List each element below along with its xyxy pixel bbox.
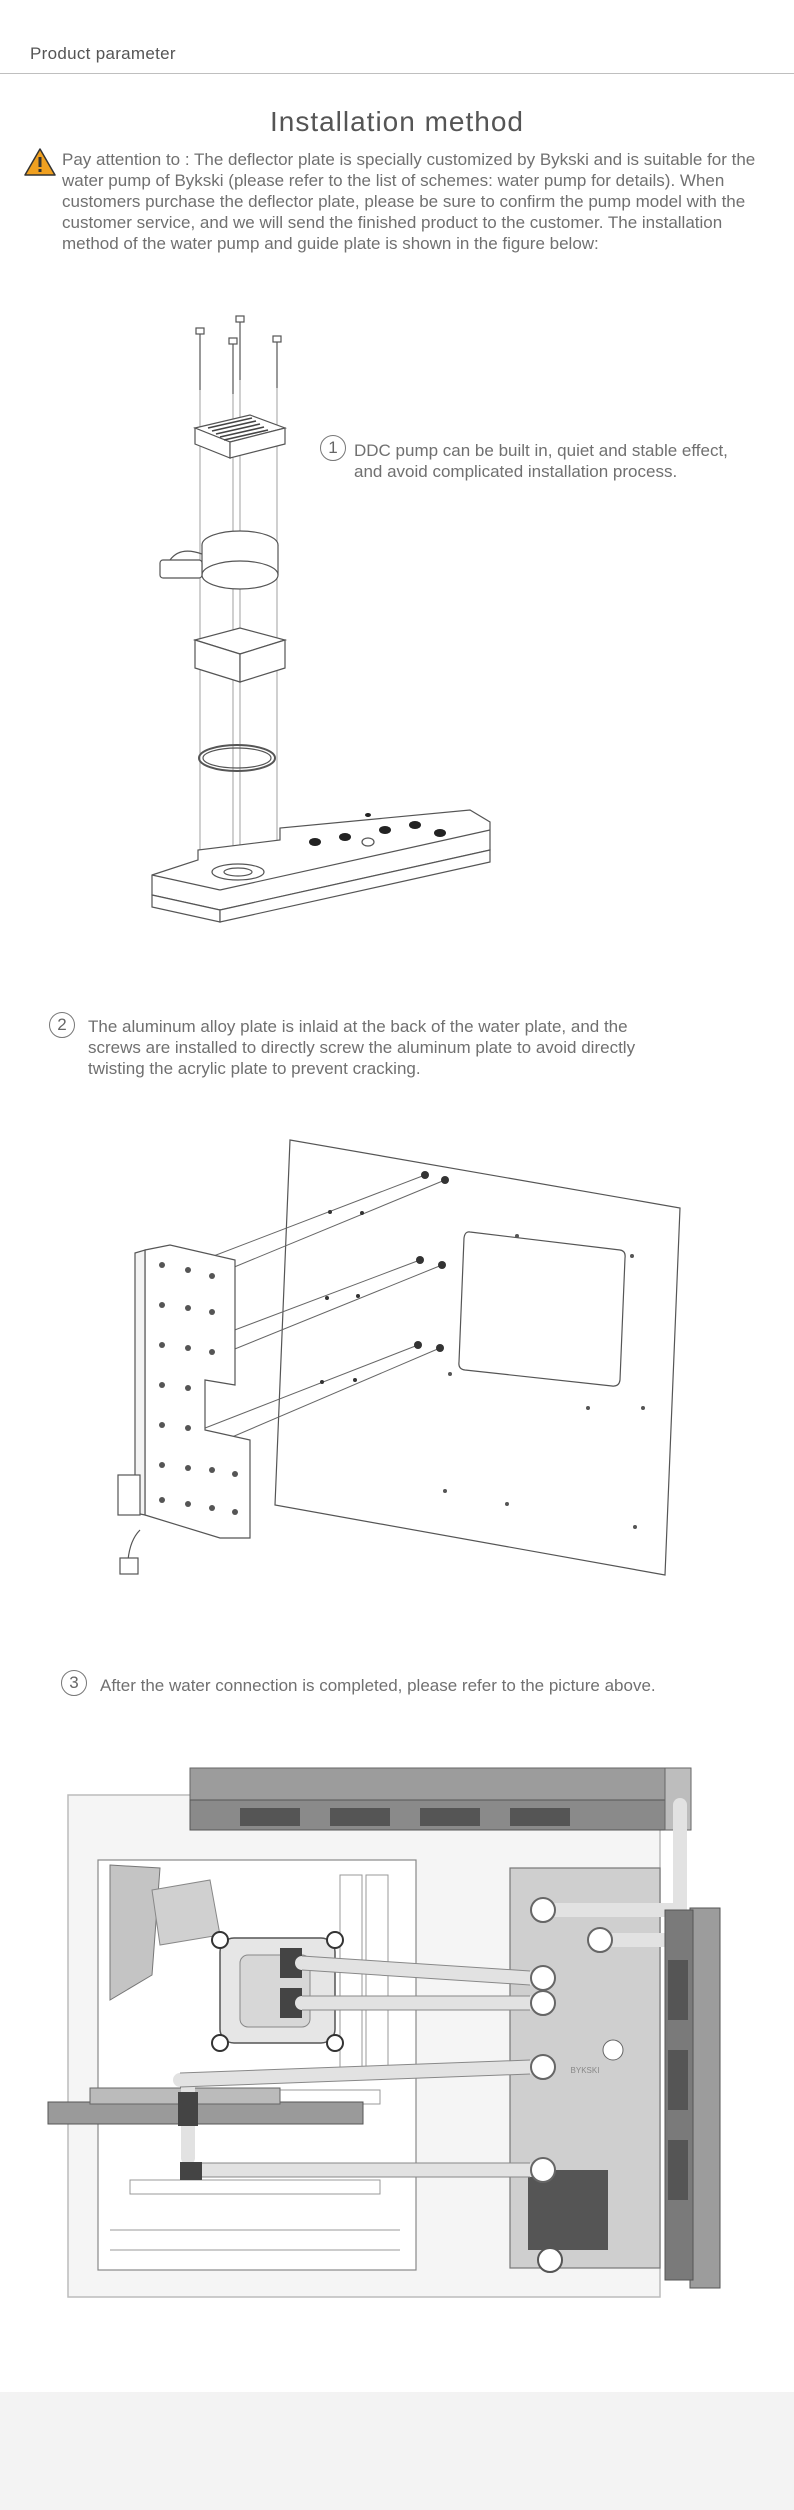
pump-exploded-diagram <box>151 315 491 923</box>
step-2-text: The aluminum alloy plate is inlaid at th… <box>88 1017 636 1078</box>
completed-loop-diagram: BYKSKI <box>47 1767 721 2298</box>
header-divider <box>0 73 794 74</box>
notice-text: Pay attention to : The deflector plate i… <box>62 150 756 253</box>
page-footer <box>0 2392 794 2510</box>
page-header: Product parameter <box>0 0 794 74</box>
plate-mounting-diagram <box>117 1139 681 1576</box>
step-1-number: 1 <box>320 435 346 461</box>
step-3-text: After the water connection is completed,… <box>100 1676 656 1695</box>
step-1-text: DDC pump can be built in, quiet and stab… <box>354 441 728 481</box>
distro-plate-logo: BYKSKI <box>571 2066 600 2075</box>
step-2-number: 2 <box>49 1012 75 1038</box>
step-3-number: 3 <box>61 1670 87 1696</box>
section-title: Installation method <box>269 106 525 137</box>
warning-icon <box>24 148 56 176</box>
header-label: Product parameter <box>30 44 176 63</box>
screw <box>195 315 282 394</box>
